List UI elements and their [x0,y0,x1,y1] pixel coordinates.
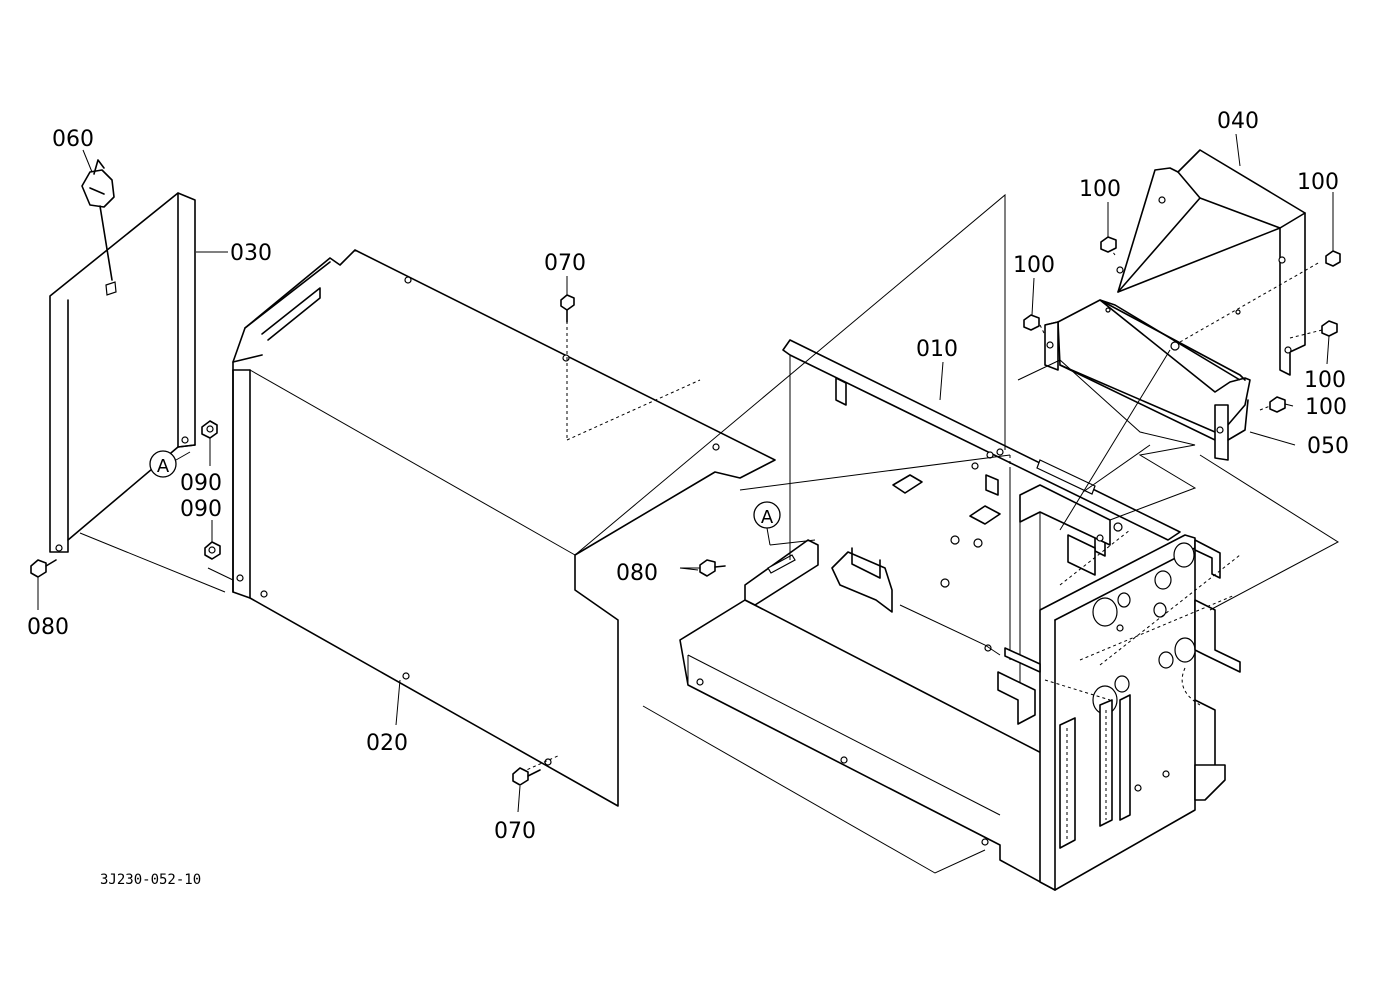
label-040: 040 [1217,109,1259,134]
fasteners [30,236,1341,786]
label-090-a: 090 [180,471,222,496]
screw-100-e [1269,396,1286,413]
bolt-080-left [30,559,57,578]
label-020: 020 [366,731,408,756]
part-labels: 060 030 070 010 040 100 100 100 100 100 … [27,109,1349,888]
label-050: 050 [1307,434,1349,459]
bolt-070-top [560,294,575,323]
callout-a-left: A [149,450,191,478]
label-100-e: 100 [1305,395,1347,420]
label-100-b: 100 [1297,170,1339,195]
label-070-bottom: 070 [494,819,536,844]
label-060: 060 [52,127,94,152]
reference-number: 3J230-052-10 [100,872,201,888]
callout-a-right: A [753,501,781,546]
chassis-010 [679,339,1241,891]
label-leaders [37,133,1334,813]
label-100-a: 100 [1079,177,1121,202]
label-100-d: 100 [1304,368,1346,393]
svg-text:A: A [761,507,774,528]
label-100-c: 100 [1013,253,1055,278]
label-080-mid: 080 [616,561,658,586]
label-080-left: 080 [27,615,69,640]
screw-100-d [1321,320,1338,337]
nut-090-upper [201,420,218,439]
screw-100-a [1100,236,1117,253]
label-010: 010 [916,337,958,362]
nut-090-lower [204,541,221,560]
clip-060 [81,159,115,281]
bolt-080-mid [699,559,726,577]
guide-lines [79,193,1339,874]
label-070-top: 070 [544,251,586,276]
bolt-070-bottom [512,767,541,786]
cover-040 [1116,149,1306,376]
panel-030 [49,192,196,553]
bracket-050 [1044,299,1251,461]
svg-text:A: A [157,456,170,477]
label-030: 030 [230,241,272,266]
panel-020 [232,249,776,807]
label-090-b: 090 [180,497,222,522]
screw-100-b [1325,250,1341,267]
screw-100-c [1023,314,1040,331]
